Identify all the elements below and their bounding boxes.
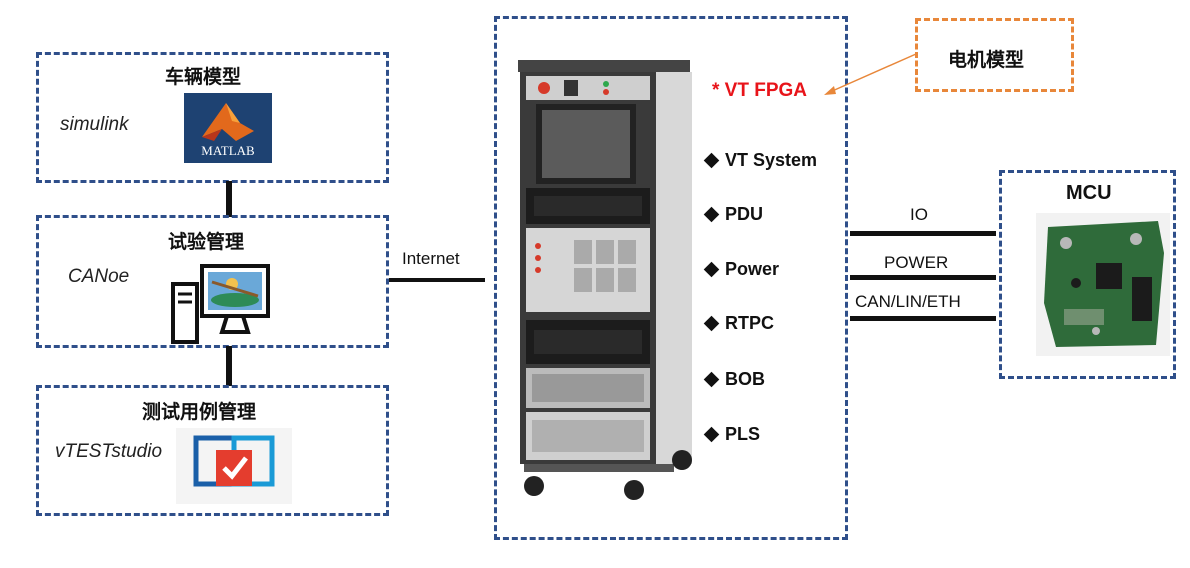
mcu-board-image [1036, 213, 1170, 356]
vt-rack-image [514, 60, 700, 510]
power-label: POWER [884, 253, 949, 272]
mcu-box [999, 170, 1176, 379]
io-label: IO [910, 205, 928, 224]
connector-vehicle-test [226, 181, 232, 217]
diamond-bullet-icon [703, 261, 720, 278]
subsystem-label: BOB [725, 369, 765, 389]
computer-icon [170, 260, 270, 344]
vehicle-model-box [36, 52, 389, 183]
motor-to-fpga-arrow [824, 53, 917, 95]
diamond-bullet-icon [703, 152, 720, 169]
matlab-membrane-icon [202, 103, 254, 141]
subsystem-label: VT System [725, 150, 818, 170]
subsystem-label: Power [725, 259, 780, 279]
subsystem-label: RTPC [725, 313, 774, 333]
matlab-logo-text: MATLAB [201, 143, 255, 158]
canoe-label: CANoe [68, 266, 130, 287]
subsystem-label: PDU [725, 204, 764, 224]
test-mgmt-box [36, 215, 389, 348]
vteststudio-label: vTESTstudio [55, 441, 163, 462]
test-mgmt-title: 试验管理 [168, 231, 245, 253]
motor-model-title: 电机模型 [948, 49, 1025, 71]
matlab-logo: MATLAB [184, 93, 272, 163]
simulink-label: simulink [60, 114, 129, 135]
subsystem-power: Power [703, 259, 780, 280]
subsystem-rtpc: RTPC [703, 313, 774, 334]
test-case-mgmt-box [36, 385, 389, 516]
subsystem-pls: PLS [703, 424, 761, 445]
vt-fpga-label: * VT FPGA [712, 80, 808, 101]
subsystem-pdu: PDU [703, 204, 764, 225]
vehicle-model-title: 车辆模型 [165, 66, 242, 88]
motor-model-box [915, 18, 1074, 92]
test-case-mgmt-title: 测试用例管理 [142, 401, 257, 423]
can-lin-eth-label: CAN/LIN/ETH [855, 292, 961, 311]
vteststudio-icon [176, 428, 292, 504]
vt-system-box [494, 16, 848, 540]
connector-test-testcase [226, 346, 232, 386]
diamond-bullet-icon [703, 426, 720, 443]
diamond-bullet-icon [703, 315, 720, 332]
mcu-title: MCU [1066, 182, 1112, 204]
io-link [850, 231, 996, 236]
internet-label: Internet [402, 249, 460, 268]
subsystem-vt-system: VT System [703, 150, 818, 171]
can-lin-eth-link [850, 316, 996, 321]
diamond-bullet-icon [703, 371, 720, 388]
internet-link [389, 278, 485, 282]
subsystem-label: PLS [725, 424, 761, 444]
diamond-bullet-icon [703, 206, 720, 223]
subsystem-bob: BOB [703, 369, 765, 390]
power-link [850, 275, 996, 280]
